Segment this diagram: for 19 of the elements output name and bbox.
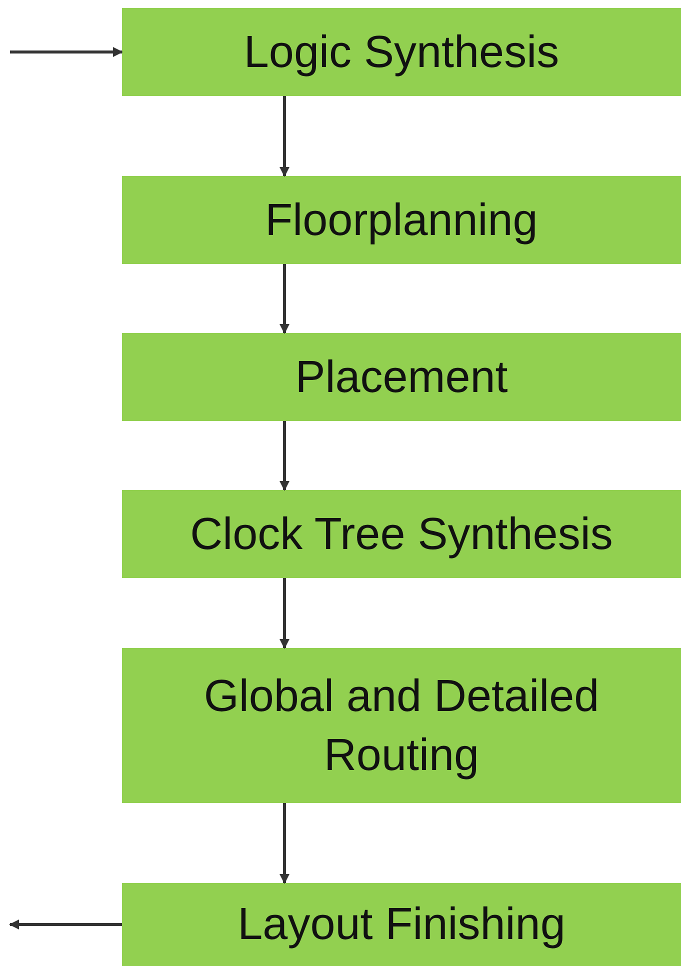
process-box [122,883,681,966]
step-label: Floorplanning [265,192,538,247]
step-label: Placement [295,350,508,404]
process-box [122,176,681,264]
arrow [280,578,290,649]
process-box [122,333,681,421]
step-label: Logic Synthesis [244,24,560,79]
arrow [280,264,290,334]
process-box [122,8,681,96]
process-box [122,490,681,578]
process-box [122,648,681,803]
arrow [10,47,123,57]
step-label: Layout Finishing [238,897,566,952]
step-label: Clock Tree Synthesis [190,506,613,561]
arrow [9,920,122,930]
arrow [280,96,290,177]
step-label: Global and Detailed Routing [202,669,600,782]
arrow [280,421,290,491]
arrow [280,803,290,884]
